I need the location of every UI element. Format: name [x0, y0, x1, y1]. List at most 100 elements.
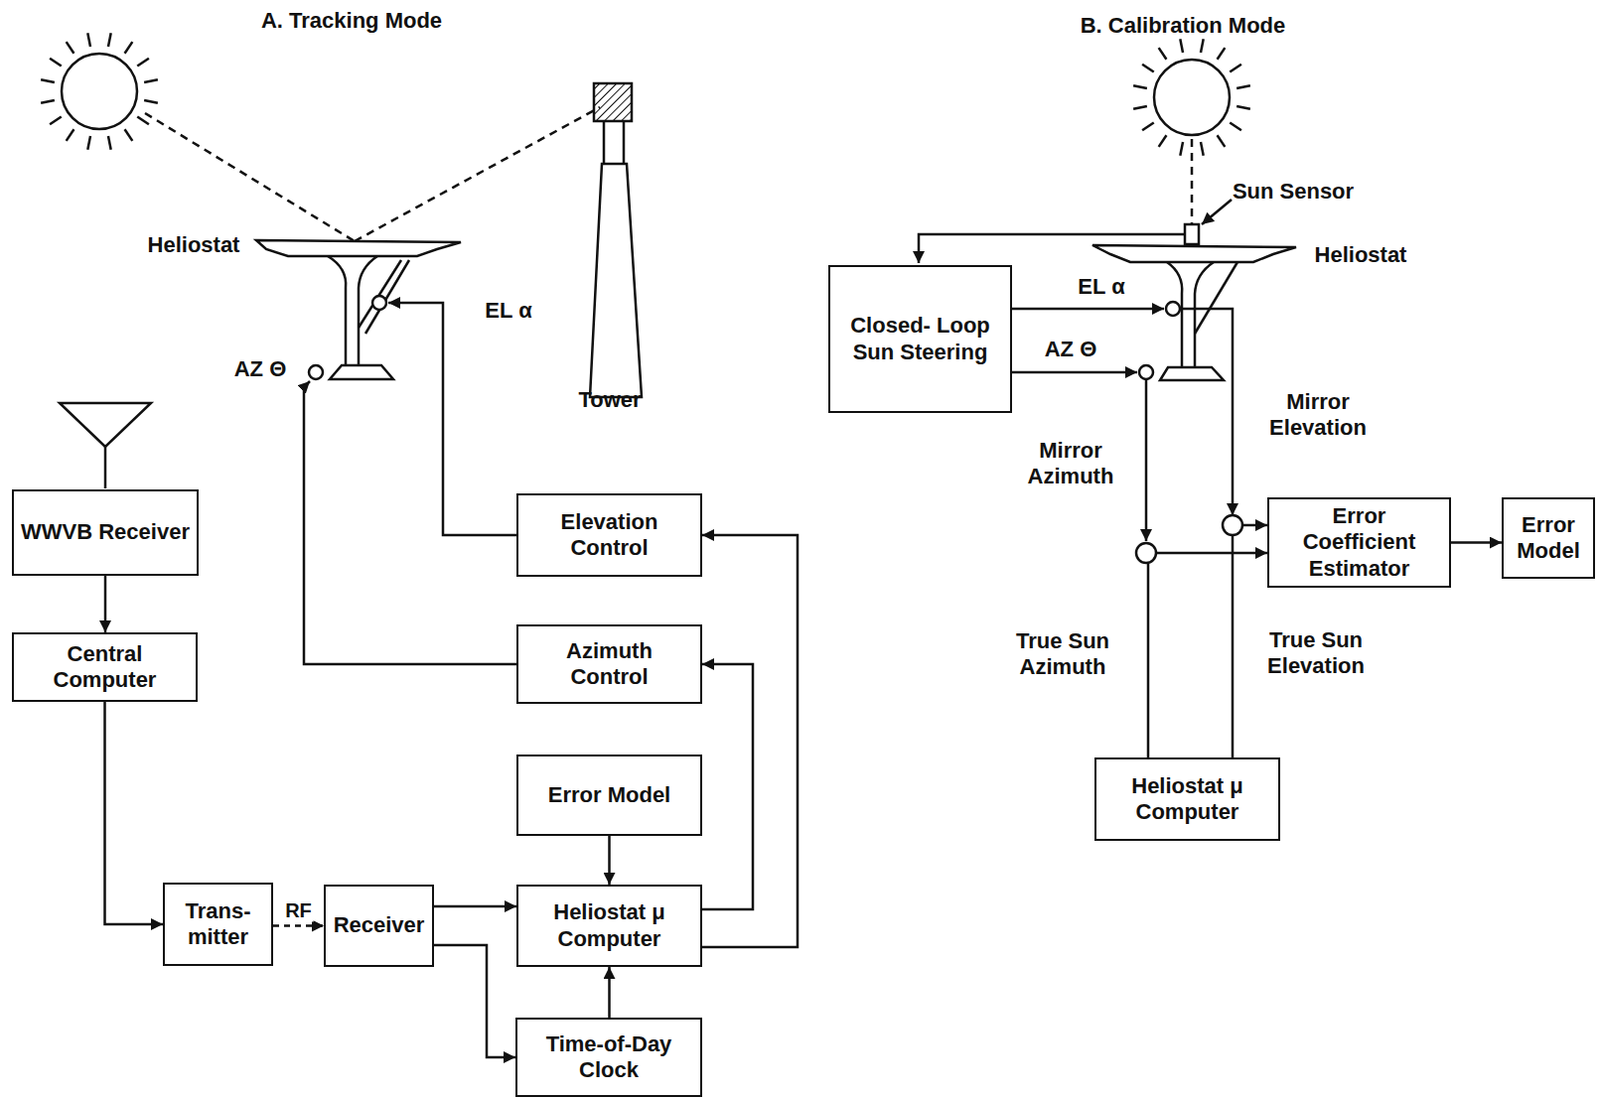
part-label: AZ Θ	[225, 356, 295, 383]
process-box: Central Computer	[11, 632, 198, 703]
part-label: A. Tracking Mode	[222, 7, 481, 34]
box-text: Closed- Loop Sun Steering	[836, 312, 1005, 366]
box-text: Trans- mitter	[170, 898, 266, 952]
process-box: Heliostat μ Computer	[1094, 757, 1281, 842]
box-text: Error Coefficient Estimator	[1275, 503, 1444, 582]
azimuth-wire	[1012, 371, 1138, 375]
elevation-drive	[372, 295, 387, 310]
connector	[1148, 553, 1268, 758]
sun-ray	[49, 58, 62, 67]
sun-ray	[1217, 135, 1226, 147]
leader-line	[1201, 199, 1232, 225]
tower-receiver	[593, 83, 632, 122]
connector	[273, 924, 324, 928]
part-label: Tower	[565, 387, 655, 414]
summing-junction	[1222, 515, 1243, 536]
connector	[1451, 541, 1502, 545]
sun-rays	[40, 32, 158, 150]
signal-label: RF	[283, 898, 314, 922]
process-box: Time-of-Day Clock	[515, 1018, 703, 1098]
sun-ray	[1179, 142, 1183, 156]
box-text: Error Model	[1509, 512, 1588, 566]
sun-ray	[137, 58, 149, 67]
tower-neck	[603, 121, 624, 164]
process-box: Elevation Control	[516, 493, 703, 578]
process-box: WWVB Receiver	[11, 489, 199, 577]
part-label: True Sun Azimuth	[1003, 628, 1123, 682]
heliostat-mirror	[1092, 245, 1297, 263]
mirror-azimuth-wire	[1146, 372, 1154, 542]
part-label: EL α	[473, 297, 544, 324]
process-box: Azimuth Control	[516, 624, 703, 705]
sun-ray	[40, 100, 55, 104]
tower	[589, 163, 642, 398]
elevation-wire	[388, 302, 517, 536]
sun-ray	[1133, 85, 1148, 89]
connector	[434, 945, 516, 1058]
sun-ray	[1142, 64, 1155, 73]
part-label: Heliostat	[139, 232, 249, 259]
sun	[1154, 59, 1230, 136]
summing-junction	[1136, 543, 1157, 564]
process-box: Heliostat μ Computer	[516, 884, 703, 968]
heliostat-base	[329, 365, 394, 380]
sun-ray	[125, 41, 134, 54]
connector	[104, 576, 108, 633]
part-label: Mirror Elevation	[1258, 389, 1378, 442]
sun-ray	[1159, 135, 1167, 147]
sun-ray	[1133, 106, 1148, 110]
mirror-elevation-wire	[1179, 308, 1233, 516]
box-text: Receiver	[333, 912, 426, 939]
sun-ray	[1236, 106, 1251, 110]
process-box: Receiver	[323, 884, 435, 968]
box-text: Central Computer	[19, 641, 190, 695]
sun-sensor	[1184, 224, 1199, 245]
sun-ray	[1236, 85, 1251, 89]
sun-ray	[137, 117, 149, 126]
process-box: Closed- Loop Sun Steering	[828, 265, 1013, 414]
sun-ray	[1200, 142, 1204, 156]
box-text: Heliostat μ Computer	[1102, 773, 1273, 827]
heliostat-strut	[358, 260, 410, 334]
sun-ray	[66, 129, 75, 142]
sun-ray	[1217, 47, 1226, 60]
part-label: B. Calibration Mode	[1043, 12, 1322, 39]
antenna	[59, 403, 151, 447]
sun-ray	[87, 32, 91, 47]
light-ray	[354, 107, 600, 242]
sun-ray	[144, 79, 158, 83]
connector	[702, 535, 798, 948]
heliostat-strut	[1194, 262, 1238, 334]
antenna-mast	[104, 446, 108, 489]
connector	[434, 905, 517, 909]
box-text: Heliostat μ Computer	[524, 899, 695, 953]
sun-ray	[40, 79, 55, 83]
sun-ray	[144, 100, 158, 104]
process-box: Error Model	[1501, 497, 1596, 580]
sun-ray	[87, 136, 91, 150]
part-label: EL α	[1066, 274, 1137, 300]
azimuth-drive	[1139, 365, 1154, 380]
connector	[105, 702, 164, 925]
sun-ray	[125, 129, 134, 142]
process-box: Error Model	[516, 754, 703, 837]
sun-rays	[1133, 38, 1251, 156]
box-text: Error Model	[548, 782, 671, 809]
heliostat-base	[1160, 367, 1224, 381]
sun-ray	[108, 32, 112, 47]
part-label: Sun Sensor	[1228, 178, 1358, 205]
heliostat-mirror	[256, 240, 461, 257]
sun-ray	[1142, 123, 1155, 132]
sun-ray	[1200, 38, 1204, 53]
process-box: Trans- mitter	[162, 882, 274, 967]
light-ray	[145, 113, 355, 242]
process-box: Error Coefficient Estimator	[1267, 497, 1452, 588]
sun-ray	[1229, 64, 1242, 73]
sensor-wire	[918, 234, 1185, 264]
box-text: Elevation Control	[524, 509, 695, 563]
sun-ray	[49, 117, 62, 126]
sun-ray	[1159, 47, 1167, 60]
box-text: Time-of-Day Clock	[523, 1031, 695, 1085]
connector	[1232, 525, 1268, 758]
